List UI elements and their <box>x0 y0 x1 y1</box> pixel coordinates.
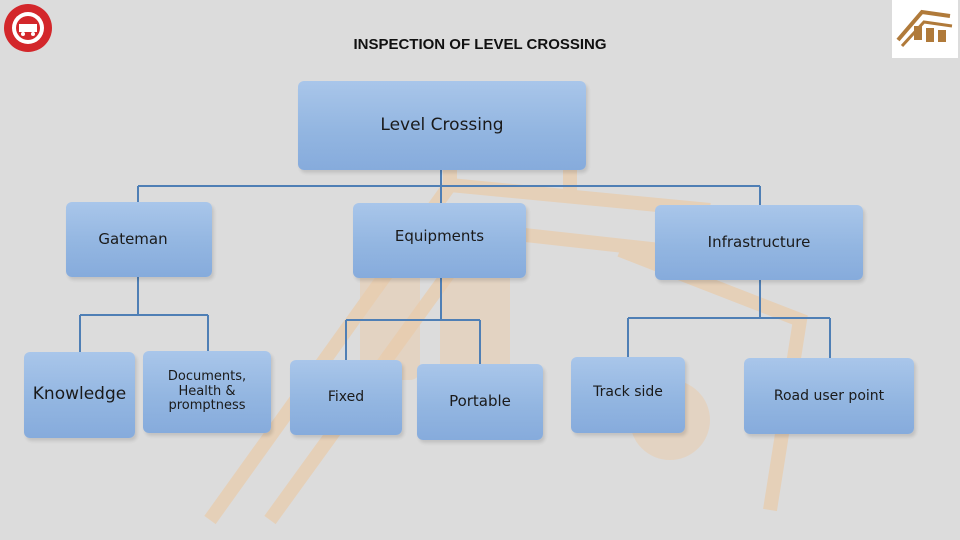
node-infrastructure: Infrastructure <box>655 205 863 280</box>
node-knowledge: Knowledge <box>24 352 135 438</box>
node-track-side: Track side <box>571 357 685 433</box>
node-root: Level Crossing <box>298 81 586 170</box>
node-road-user-point: Road user point <box>744 358 914 434</box>
node-gateman: Gateman <box>66 202 212 277</box>
page-title: INSPECTION OF LEVEL CROSSING <box>353 36 607 53</box>
node-equipments: Equipments <box>353 203 526 278</box>
indian-railways-emblem-icon <box>4 4 52 52</box>
node-documents-health-promptness: Documents, Health & promptness <box>143 351 271 433</box>
node-fixed: Fixed <box>290 360 402 435</box>
railway-institute-logo-icon <box>892 0 958 58</box>
node-portable: Portable <box>417 364 543 440</box>
